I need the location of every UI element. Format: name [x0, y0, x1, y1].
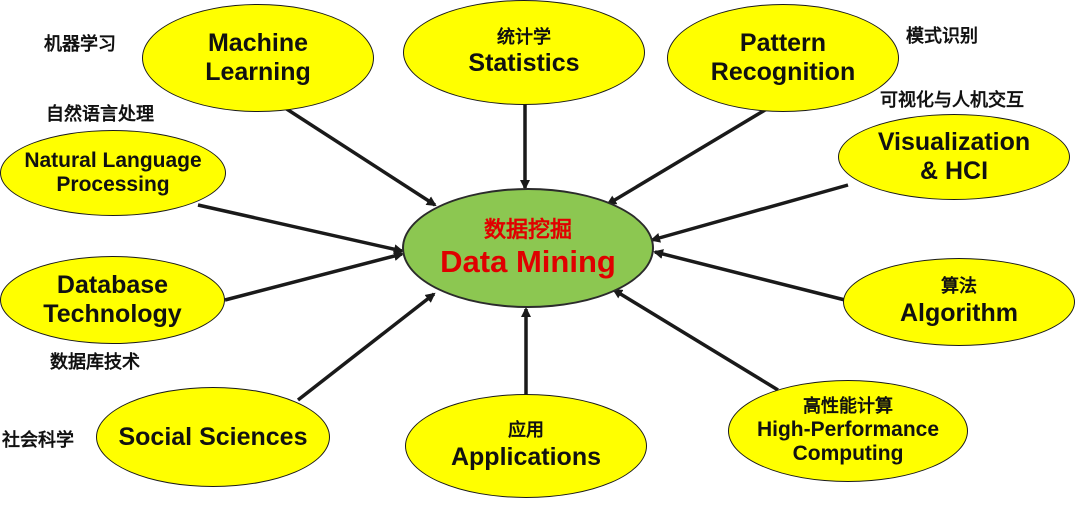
node-algorithm-en: Algorithm [899, 298, 1019, 327]
node-social-sciences-en: Social Sciences [118, 422, 308, 451]
node-pattern-recognition: Pattern Recognition [667, 4, 899, 112]
arrow-pattern-recognition [606, 96, 786, 206]
arrow-nlp [197, 203, 404, 255]
node-machine-learning: Machine Learning [142, 4, 374, 112]
node-applications-en: Applications [450, 442, 601, 471]
node-visualization-line2: & HCI [919, 157, 989, 185]
node-algorithm-zh: 算法 [941, 276, 977, 297]
center-node-data-mining: 数据挖掘 Data Mining [402, 188, 654, 308]
arrow-algorithm [653, 249, 846, 302]
node-natural-language-processing: Natural Language Processing [0, 130, 226, 216]
center-en-label: Data Mining [440, 243, 616, 279]
node-hpc-zh: 高性能计算 [803, 395, 893, 416]
node-nlp-line2: Processing [56, 173, 170, 196]
node-hpc-line1: High-Performance [756, 418, 940, 442]
node-machine-learning-line2: Learning [205, 58, 311, 86]
center-zh-label: 数据挖掘 [483, 216, 572, 242]
node-algorithm: 算法 Algorithm [843, 258, 1075, 346]
caption-social-sciences-zh: 社会科学 [2, 430, 74, 451]
arrow-social-sciences [296, 292, 436, 402]
caption-visualization-zh: 可视化与人机交互 [880, 90, 1024, 111]
arrow-visualization [650, 183, 849, 243]
caption-database-zh: 数据库技术 [50, 352, 140, 373]
node-pattern-recognition-line2: Recognition [710, 58, 856, 86]
node-social-sciences: Social Sciences [96, 387, 330, 487]
node-statistics-zh: 统计学 [497, 26, 551, 47]
node-visualization-line1: Visualization [877, 128, 1031, 157]
node-statistics-en: Statistics [468, 49, 580, 78]
node-database-technology: Database Technology [0, 256, 225, 344]
arrow-machine-learning [264, 93, 437, 207]
node-machine-learning-line1: Machine [207, 29, 309, 58]
arrow-hpc [612, 288, 779, 392]
node-applications-zh: 应用 [508, 420, 544, 441]
node-high-performance-computing: 高性能计算 High-Performance Computing [728, 380, 968, 482]
node-applications: 应用 Applications [405, 394, 647, 498]
node-visualization-hci: Visualization & HCI [838, 114, 1070, 200]
node-hpc-line2: Computing [792, 442, 904, 466]
node-nlp-line1: Natural Language [24, 148, 202, 172]
node-pattern-recognition-line1: Pattern [739, 29, 827, 58]
caption-nlp-zh: 自然语言处理 [46, 104, 154, 125]
caption-machine-learning-zh: 机器学习 [44, 34, 116, 55]
arrow-database [224, 251, 404, 302]
caption-pattern-recognition-zh: 模式识别 [906, 26, 978, 47]
node-database-line2: Technology [43, 300, 182, 328]
node-database-line1: Database [56, 271, 169, 300]
node-statistics: 统计学 Statistics [403, 0, 645, 105]
